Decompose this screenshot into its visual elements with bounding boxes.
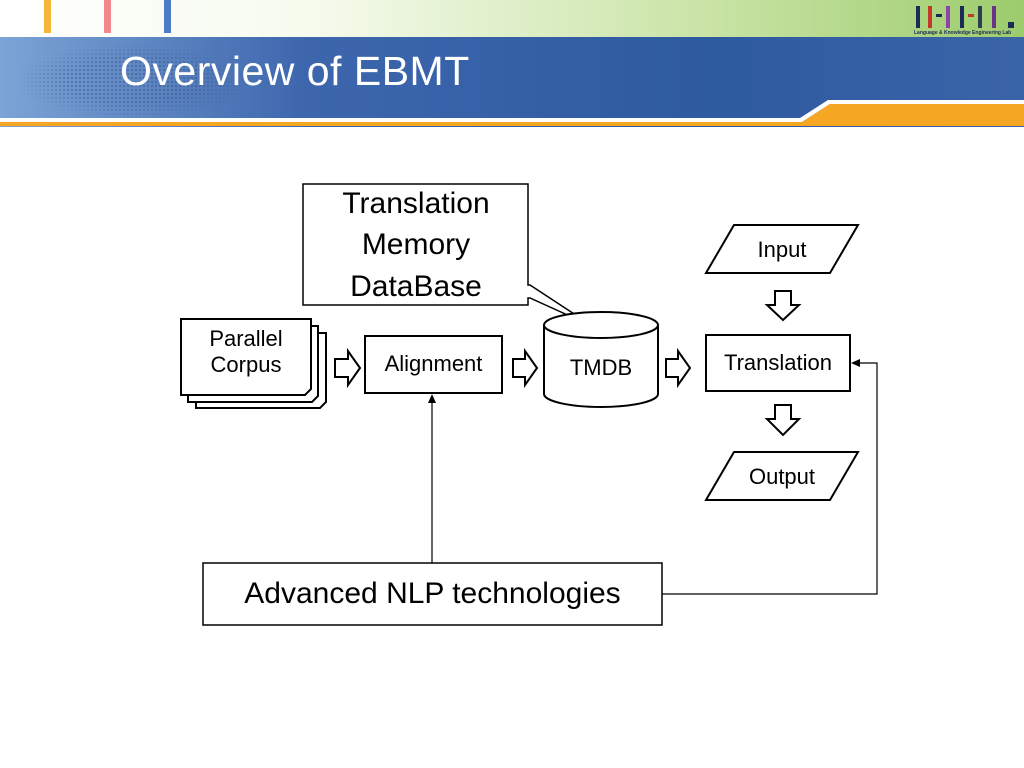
- input-to-translation-arrow: [764, 290, 802, 322]
- logo-caption: Language & Knowledge Engineering Lab: [914, 30, 1012, 36]
- lab-logo: [916, 6, 1014, 28]
- output-label: Output: [748, 463, 816, 489]
- input-parallelogram: [704, 224, 860, 274]
- parallel-corpus-document-stack: [180, 318, 327, 409]
- alignment-box: [364, 335, 503, 394]
- nlp-label: Advanced NLP technologies: [244, 577, 621, 610]
- slide-title: Overview of EBMT: [120, 48, 470, 94]
- callout-label: Translation Memory DataBase: [342, 187, 490, 303]
- translation-to-output-arrow: [764, 404, 802, 437]
- translation-box: [705, 334, 851, 392]
- accent-stripe-pink: [104, 0, 111, 33]
- callout-box: [302, 183, 595, 328]
- tmdb-cylinder: [543, 311, 659, 408]
- translation-label: Translation: [723, 349, 832, 375]
- nlp-box: [202, 562, 663, 626]
- alignment-label: Alignment: [384, 350, 483, 376]
- parallel-corpus-label: Parallel Corpus: [209, 325, 283, 377]
- input-label: Input: [757, 236, 807, 262]
- nlp-alignment-arrowhead: [428, 394, 436, 403]
- nlp-translation-arrowhead: [851, 359, 860, 367]
- accent-stripe-blue: [164, 0, 171, 33]
- accent-stripe-yellow: [44, 0, 51, 33]
- tmdb-label: TMDB: [569, 354, 633, 380]
- alignment-to-tmdb-arrow: [512, 347, 539, 389]
- output-parallelogram: [704, 451, 860, 501]
- corpus-to-alignment-arrow: [334, 347, 362, 389]
- tmdb-to-translation-arrow: [665, 347, 692, 389]
- nlp-to-translation-line: [662, 362, 878, 595]
